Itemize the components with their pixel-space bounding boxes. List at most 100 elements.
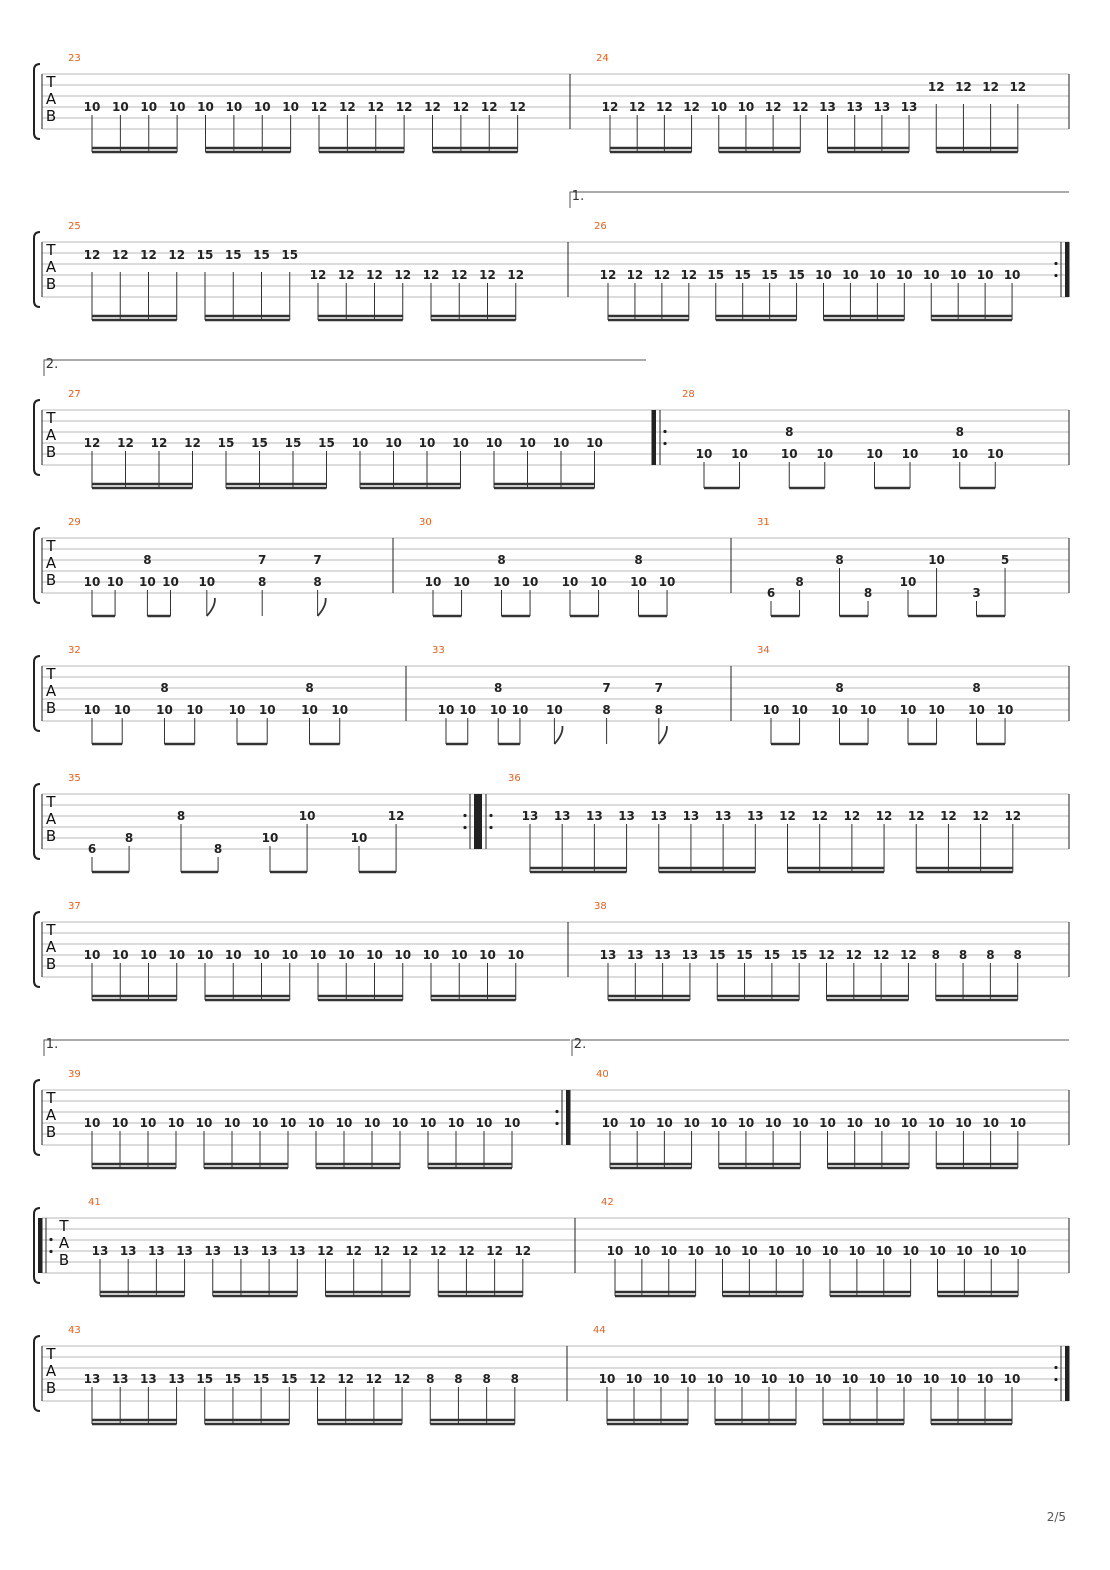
note: 13 — [233, 1244, 249, 1296]
note: 10 — [660, 1244, 677, 1296]
repeat-dot — [1054, 261, 1058, 266]
fret-number: 10 — [987, 447, 1004, 461]
fret-number: 12 — [168, 248, 185, 262]
page-number: 2/5 — [1046, 1510, 1066, 1524]
note: 10 — [792, 1116, 809, 1168]
note: 12 — [928, 80, 945, 152]
note: 10 — [815, 1372, 831, 1424]
note: 10 — [902, 447, 918, 488]
volta-bracket — [569, 191, 1069, 208]
note: 12 — [765, 100, 781, 152]
fret-number: 12 — [779, 809, 796, 823]
fret-number: 10 — [869, 268, 886, 282]
fret-number: 12 — [338, 268, 355, 282]
note: 12 — [514, 1244, 531, 1296]
note: 10 — [196, 1116, 212, 1168]
note: 10 — [351, 831, 367, 872]
note: 12 — [479, 268, 496, 320]
note: 10 — [262, 831, 278, 872]
note: 10 — [860, 703, 876, 744]
fret-number: 8 — [956, 425, 964, 439]
fret-number: 10 — [282, 100, 299, 114]
note: 10 — [731, 447, 748, 488]
fret-number: 12 — [337, 1372, 354, 1386]
note: 10 — [299, 809, 316, 872]
fret-number: 15 — [709, 948, 726, 962]
note: 12 — [339, 100, 356, 152]
fret-number: 10 — [710, 1116, 727, 1130]
fret-number: 10 — [84, 948, 101, 962]
fret-number: 10 — [714, 1244, 731, 1258]
note: 10 — [331, 703, 348, 744]
measure-number: 30 — [419, 517, 432, 528]
fret-number: 12 — [481, 100, 498, 114]
fret-number: 10 — [842, 1372, 859, 1386]
tab-clef: TAB — [45, 1089, 56, 1141]
measure-number: 29 — [68, 517, 81, 528]
tab-clef-t: T — [45, 793, 56, 811]
fret-number: 10 — [902, 1244, 919, 1258]
note: 10 — [816, 447, 833, 488]
beat-group: 88 — [835, 553, 872, 618]
note: 10 — [875, 1244, 892, 1296]
measure-number: 41 — [88, 1197, 101, 1208]
note: 10 — [451, 948, 468, 1000]
note: 10 — [842, 268, 859, 320]
tab-clef-t: T — [45, 921, 56, 939]
note: 10 — [562, 575, 578, 616]
repeat-dot — [49, 1237, 53, 1242]
fret-number: 10 — [1004, 268, 1021, 282]
note: 10 — [479, 948, 496, 1000]
fret-number: 13 — [120, 1244, 137, 1258]
note: 10 — [687, 1244, 704, 1296]
note: 10 — [602, 1116, 618, 1168]
repeat-dot — [49, 1249, 53, 1254]
tab-clef: TAB — [58, 1217, 69, 1269]
fret-number: 8 — [835, 681, 843, 695]
note: 10 — [900, 575, 916, 616]
note: 12 — [876, 809, 892, 872]
repeat-end-bar — [566, 1090, 570, 1145]
note: 10 — [791, 703, 808, 744]
beat-group: 78 — [258, 553, 266, 616]
fret-number: 13 — [600, 948, 617, 962]
note: 10 — [519, 436, 536, 488]
note: 78 — [258, 553, 266, 616]
fret-number: 15 — [281, 248, 298, 262]
note: 10 — [977, 1372, 993, 1424]
note: 8 — [125, 831, 133, 872]
note: 15 — [281, 1372, 298, 1424]
fret-number: 15 — [285, 436, 302, 450]
tab-clef: TAB — [45, 73, 56, 125]
beat-group: 68 — [88, 831, 133, 874]
note: 10 — [997, 703, 1013, 744]
beat-group: 10 10 — [262, 809, 316, 874]
note: 10 — [842, 1372, 859, 1424]
tab-clef-b: B — [46, 1379, 56, 1397]
measure-number: 36 — [508, 773, 521, 784]
fret-number: 10 — [299, 809, 316, 823]
note: 6 — [767, 586, 775, 616]
fret-number: 10 — [950, 1372, 967, 1386]
fret-number: 10 — [114, 703, 131, 717]
fret-number: 8 — [426, 1372, 434, 1386]
note: 10 — [553, 436, 569, 488]
note: 10 — [707, 1372, 723, 1424]
note: 12 — [309, 1372, 326, 1424]
note: 8 — [932, 948, 940, 1000]
note: 10 — [788, 1372, 804, 1424]
note-flag — [206, 597, 216, 617]
volta-label: 1. — [46, 1037, 58, 1052]
fret-number: 10 — [955, 1116, 972, 1130]
note: 12 — [680, 268, 697, 320]
